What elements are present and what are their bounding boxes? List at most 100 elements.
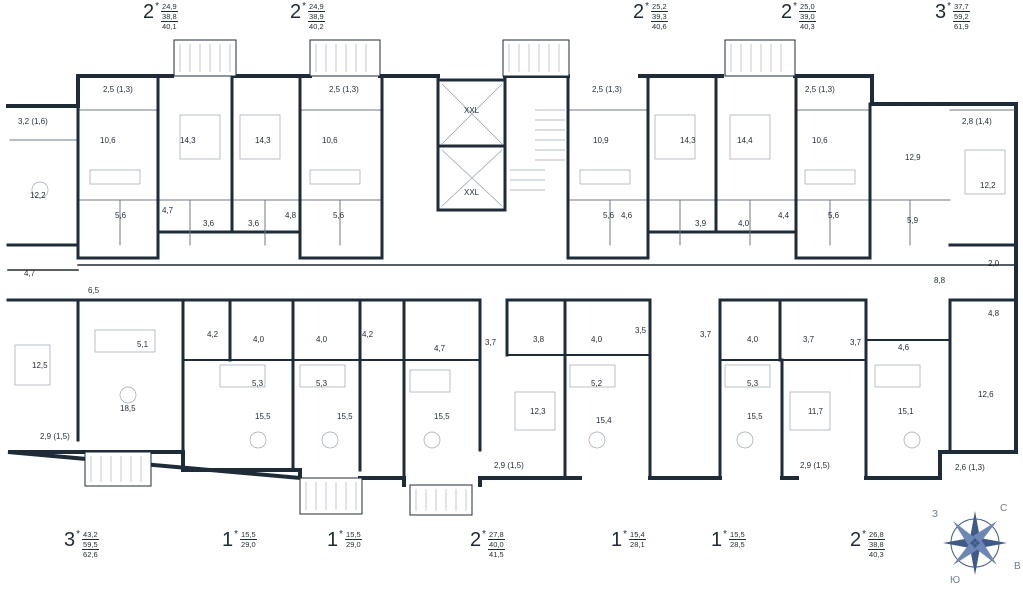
- room-area-label: 5,2: [591, 379, 603, 388]
- star-mark: *: [234, 529, 239, 540]
- area-value: 40,2: [308, 21, 325, 31]
- room-area-label: 8,8: [934, 276, 946, 285]
- elevator-label-2: XXL: [464, 188, 480, 197]
- compass-east: В: [1014, 561, 1021, 572]
- area-value: 29,0: [240, 539, 257, 549]
- star-mark: *: [339, 529, 344, 540]
- room-area-label: 5,3: [316, 379, 328, 388]
- star-mark: *: [645, 1, 650, 12]
- area-value: 24,9: [162, 2, 177, 11]
- room-area-label: 12,6: [978, 390, 994, 399]
- walls: [6, 74, 1018, 487]
- area-value: 40,3: [868, 549, 885, 559]
- star-mark: *: [723, 529, 728, 540]
- compass-west: З: [932, 509, 939, 520]
- room-area-label: 4,0: [591, 335, 603, 344]
- room-area-label: 12,2: [30, 191, 46, 200]
- area-value: 39,0: [799, 11, 816, 21]
- room-area-label: 3,7: [700, 330, 712, 339]
- room-area-label: 15,5: [747, 412, 763, 421]
- area-value: 62,6: [82, 549, 99, 559]
- area-value: 40,1: [161, 21, 178, 31]
- room-area-label: 2,0: [988, 259, 1000, 268]
- room-count: 1: [711, 529, 723, 551]
- room-area-label: 4,7: [434, 344, 446, 353]
- star-mark: *: [76, 529, 81, 540]
- area-value: 28,1: [629, 539, 646, 549]
- room-area-label: 5,3: [252, 379, 264, 388]
- star-mark: *: [482, 529, 487, 540]
- room-count: 2: [470, 529, 482, 551]
- area-value: 15,4: [630, 530, 645, 539]
- room-area-label: 12,3: [530, 407, 546, 416]
- room-area-label: 2,5 (1,3): [805, 85, 835, 94]
- area-value: 40,6: [651, 21, 668, 31]
- room-area-label: 4,2: [207, 330, 219, 339]
- balcony-hatching: [90, 44, 782, 511]
- room-area-label: 4,0: [747, 335, 759, 344]
- room-area-label: 15,5: [434, 412, 450, 421]
- area-value: 41,5: [488, 549, 505, 559]
- elevator-label-1: XXL: [464, 106, 480, 115]
- star-mark: *: [155, 1, 160, 12]
- area-value: 59,5: [82, 539, 99, 549]
- room-area-label: 10,6: [812, 136, 828, 145]
- room-area-label: 4,7: [162, 206, 174, 215]
- room-area-label: 2,5 (1,3): [103, 85, 133, 94]
- area-value: 25,2: [652, 2, 667, 11]
- room-area-label: 2,9 (1,5): [494, 461, 524, 470]
- room-area-label: 4,8: [988, 309, 1000, 318]
- room-area-label: 4,8: [285, 211, 297, 220]
- area-value: 40,3: [799, 21, 816, 31]
- room-area-label: 14,3: [255, 136, 271, 145]
- room-area-label: 2,9 (1,5): [800, 461, 830, 470]
- room-area-label: 4,0: [738, 219, 750, 228]
- room-area-label: 5,3: [747, 379, 759, 388]
- room-area-label: 5,6: [828, 211, 840, 220]
- area-value: 59,2: [953, 11, 970, 21]
- room-area-label: 14,3: [180, 136, 196, 145]
- compass-south: Ю: [950, 575, 961, 586]
- room-area-label: 2,8 (1,4): [962, 117, 992, 126]
- area-value: 39,3: [651, 11, 668, 21]
- room-area-label: 3,9: [695, 219, 707, 228]
- room-area-label: 15,4: [596, 416, 612, 425]
- area-value: 38,8: [868, 539, 885, 549]
- room-area-label: 3,7: [485, 338, 497, 347]
- room-count: 3: [64, 529, 76, 551]
- room-area-label: 11,7: [808, 407, 824, 416]
- area-value: 29,0: [345, 539, 362, 549]
- area-value: 27,8: [489, 530, 504, 539]
- room-area-label: 12,9: [905, 153, 921, 162]
- area-value: 43,2: [83, 530, 98, 539]
- star-mark: *: [947, 1, 952, 12]
- room-area-label: 3,6: [203, 219, 215, 228]
- area-value: 24,9: [309, 2, 324, 11]
- room-count: 2: [850, 529, 862, 551]
- room-area-label: 4,2: [362, 330, 374, 339]
- room-count: 2: [781, 1, 793, 23]
- room-count: 1: [222, 529, 234, 551]
- room-area-label: 12,5: [32, 361, 48, 370]
- room-area-label: 15,1: [898, 407, 914, 416]
- room-area-label: 4,6: [621, 211, 633, 220]
- room-area-label: 12,2: [980, 181, 996, 190]
